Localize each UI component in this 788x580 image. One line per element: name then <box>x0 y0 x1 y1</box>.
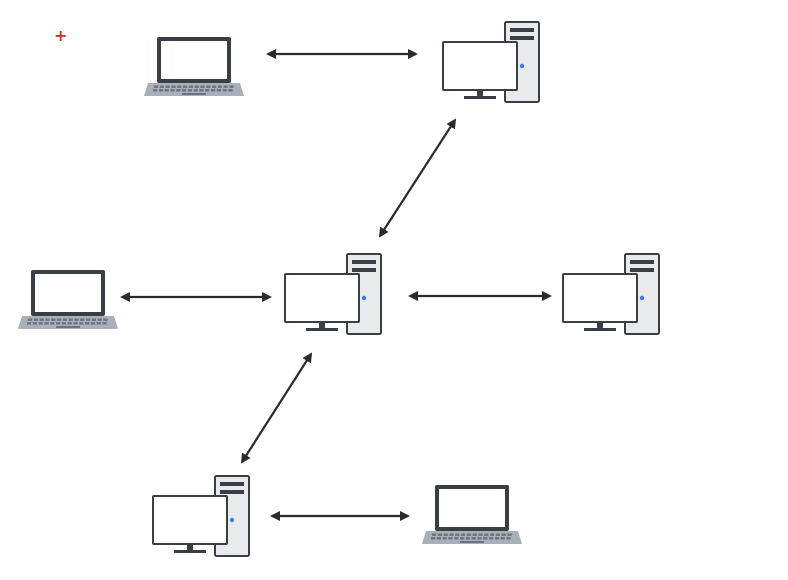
monitor-neck <box>477 90 483 96</box>
laptop-left-laptop-icon <box>18 270 118 329</box>
drive-bay <box>510 28 534 32</box>
link-desktop-center-to-desktop-bottom <box>240 352 313 464</box>
desktop-monitor <box>442 41 518 91</box>
power-led <box>519 63 525 69</box>
monitor-neck <box>187 544 193 550</box>
link-desktop-top-to-desktop-center <box>378 118 457 238</box>
laptop-trackpad <box>56 326 80 328</box>
monitor-neck <box>319 322 325 328</box>
power-led <box>639 295 645 301</box>
drive-bay <box>630 268 654 272</box>
monitor-stand <box>464 96 496 99</box>
nodes-layer <box>18 21 660 557</box>
drive-bay <box>220 482 244 486</box>
desktop-monitor <box>562 273 638 323</box>
laptop-trackpad <box>460 541 484 543</box>
drive-bay <box>352 260 376 264</box>
laptop-screen <box>161 41 227 79</box>
drive-bay <box>352 268 376 272</box>
monitor-stand <box>174 550 206 553</box>
power-led <box>229 517 235 523</box>
monitor-neck <box>597 322 603 328</box>
crosshair-cursor-icon: + <box>54 26 68 45</box>
laptop-screen <box>35 274 101 312</box>
desktop-top-desktop-computer-icon <box>442 21 540 103</box>
laptop-top-laptop-icon <box>144 37 244 96</box>
laptop-trackpad <box>182 93 206 95</box>
desktop-monitor <box>284 273 360 323</box>
monitor-stand <box>306 328 338 331</box>
links-layer <box>120 49 552 521</box>
monitor-stand <box>584 328 616 331</box>
desktop-center-desktop-computer-icon <box>284 253 382 335</box>
drive-bay <box>220 490 244 494</box>
power-led <box>361 295 367 301</box>
desktop-bottom-desktop-computer-icon <box>152 475 250 557</box>
drive-bay <box>510 36 534 40</box>
drive-bay <box>630 260 654 264</box>
desktop-right-desktop-computer-icon <box>562 253 660 335</box>
desktop-monitor <box>152 495 228 545</box>
laptop-screen <box>439 489 505 527</box>
laptop-bottom-laptop-icon <box>422 485 522 544</box>
